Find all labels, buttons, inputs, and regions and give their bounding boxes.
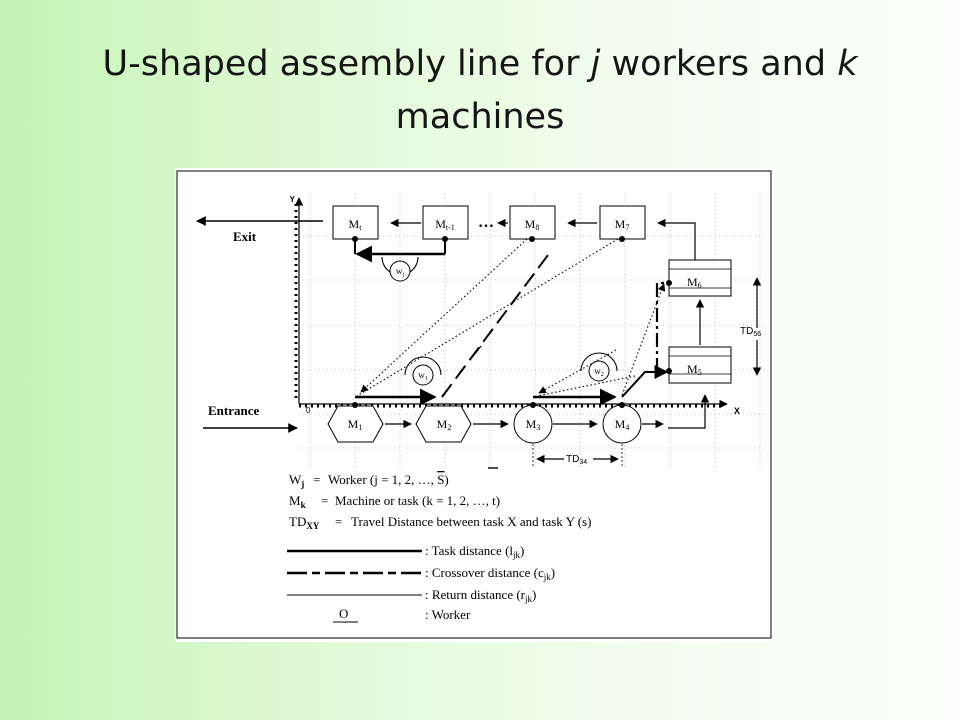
worker-w2: w2 [580,352,618,382]
svg-text:wj: wj [396,266,405,278]
svg-text:M6: M6 [687,275,702,290]
svg-text:Mt: Mt [349,217,363,232]
legend: : Task distance (ljk) : Crossover distan… [287,543,555,623]
entrance-label: Entrance [208,403,260,418]
definition-tdxy: TDXY=Travel Distance between task X and … [289,514,591,531]
y-axis-label: Y [290,195,296,204]
definition-mk: Mk=Machine or task (k = 1, 2, …, t) [289,493,500,510]
svg-text:M1: M1 [348,417,363,432]
svg-text:M2: M2 [437,417,452,432]
right-machines: M6 M5 TD56 [668,259,761,429]
worker-symbol: O [339,606,348,621]
machine-mt-1: Mt-1 [422,205,469,240]
legend-crossover-distance: : Crossover distance (cjk) [287,565,555,582]
machine-mt: Mt [332,205,379,240]
entrance-group: Entrance [203,403,298,433]
legend-return-distance: : Return distance (rjk) [287,587,536,604]
td56-label: TD56 [740,326,761,338]
td34-label: TD34 [566,454,587,466]
svg-text:w2: w2 [594,366,604,378]
svg-text:w1: w1 [418,370,428,382]
u-line-diagram: Y X 0 Exit Entrance Mt Mt-1 M8 M7 … [176,170,772,639]
svg-text:: Crossover distance (cjk): : Crossover distance (cjk) [425,565,555,582]
legend-worker: O : Worker [333,606,471,623]
svg-text:M8: M8 [525,217,540,232]
svg-text:M3: M3 [526,417,541,432]
svg-text:: Worker: : Worker [425,607,471,622]
figure-frame [176,170,772,639]
slide-title: U-shaped assembly line for j workers and… [0,38,960,144]
machine-m2: M2 [415,405,472,443]
worker-wj: wj [381,256,419,282]
figure-panel: Y X 0 Exit Entrance Mt Mt-1 M8 M7 … [175,168,774,642]
axes: Y X 0 [290,195,740,416]
exit-label: Exit [233,229,257,244]
td34-dimension: TD34 [532,444,623,468]
svg-text:: Return distance (rjk): : Return distance (rjk) [425,587,536,604]
machine-m8: M8 [509,205,556,240]
crossover-path [441,250,552,398]
machine-m7: M7 [599,205,646,240]
svg-text:M7: M7 [615,217,630,232]
ellipsis: … [478,214,494,231]
svg-text:: Task distance (ljk): : Task distance (ljk) [425,543,524,560]
bottom-machines: M1 M2 M3 M4 [327,404,664,444]
svg-text:Mt-1: Mt-1 [435,217,455,232]
svg-text:M4: M4 [615,417,630,432]
machine-m3: M3 [513,404,553,444]
station-dots [352,236,672,408]
title-text: workers and [600,44,838,84]
definition-wj: Wj=Worker (j = 1, 2, …, S) [289,472,449,489]
title-var-k: k [837,44,858,84]
machine-m1: M1 [327,405,384,443]
machine-m4: M4 [602,404,642,444]
slide-title-line-2: machines [395,97,565,137]
slide-title-line-1: U-shaped assembly line for j workers and… [0,38,960,91]
machine-m6: M6 [668,259,732,297]
title-text: U-shaped assembly line for [102,44,591,84]
definitions: Wj=Worker (j = 1, 2, …, S) Mk=Machine or… [289,467,591,531]
exit-group: Exit [196,216,323,244]
machine-m5: M5 [668,346,732,384]
legend-task-distance: : Task distance (ljk) [287,543,524,560]
return-paths [356,238,666,397]
svg-text:M5: M5 [687,362,702,377]
origin-label: 0 [306,406,311,415]
title-var-j: j [590,44,601,84]
top-machines: Mt Mt-1 M8 M7 … [332,205,646,240]
worker-w1: w1 [404,356,442,386]
x-axis-label: X [734,406,740,416]
